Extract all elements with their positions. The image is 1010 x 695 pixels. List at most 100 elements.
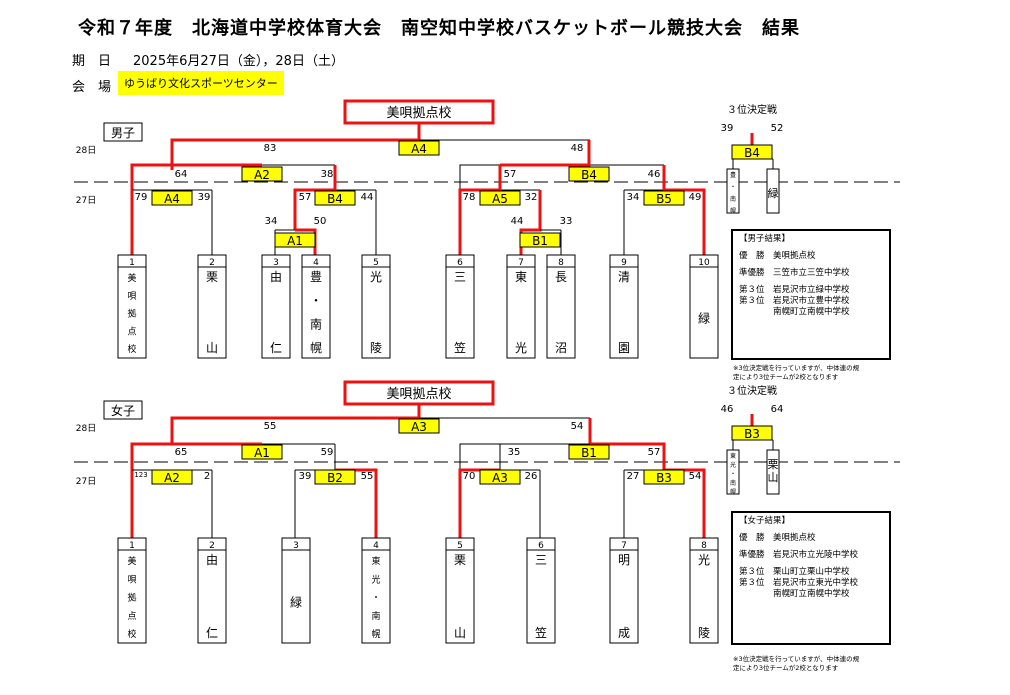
team-box (197, 254, 227, 359)
score: 59 (321, 447, 334, 458)
game-label: A4 (411, 142, 427, 156)
girls-result-title: 【女子結果】 (739, 516, 791, 526)
winner-path (590, 442, 666, 470)
score: 83 (264, 143, 277, 154)
team-name: 陵 (698, 626, 710, 640)
team-name: 点 (127, 326, 136, 337)
score: 55 (264, 421, 277, 432)
team-name: 沼 (555, 341, 567, 355)
score: 35 (508, 447, 521, 458)
third-place-label: ３位決定戦 (727, 384, 777, 397)
game-box (314, 469, 356, 485)
team-box (689, 537, 719, 644)
score: 70 (463, 471, 476, 482)
score: 34 (265, 216, 278, 227)
game-label: A1 (254, 446, 270, 460)
team-number: 1 (129, 541, 135, 551)
game-box (568, 166, 610, 182)
game-box (274, 232, 316, 248)
game-box (479, 190, 521, 206)
team-name: 唄 (127, 291, 136, 302)
venue-label: 会 場 (72, 80, 112, 95)
team-box (689, 254, 719, 359)
score: 64 (771, 404, 784, 415)
girls-result-line: 南幌町立南幌中学校 (739, 589, 850, 599)
score: 78 (463, 192, 476, 203)
team-name: 笠 (454, 340, 466, 355)
boys-note-line: 定により3位チームが2校となります (733, 373, 839, 381)
team-name: ・ (371, 594, 380, 604)
team-name: 三 (535, 553, 547, 567)
team-name: 三 (454, 270, 466, 284)
third-team-name: ・ (730, 471, 736, 478)
girls-note-line: 定により3位チームが2校となります (733, 664, 839, 672)
team-name: 緑 (290, 595, 302, 610)
score: 55 (361, 471, 374, 482)
score: 39 (198, 192, 211, 203)
winner-path (458, 165, 502, 255)
score: 34 (627, 192, 640, 203)
game-box (151, 469, 193, 485)
team-name: 美 (127, 272, 136, 284)
score: 57 (504, 169, 517, 180)
day-label: 27日 (76, 476, 96, 487)
team-box (526, 537, 556, 644)
game-box (398, 140, 440, 156)
team-box (445, 537, 475, 644)
team-name: 清 (618, 270, 630, 284)
team-box (609, 537, 639, 644)
score: 123 (134, 471, 147, 479)
winner-path (170, 416, 419, 444)
game-box (314, 190, 356, 206)
team-number: 4 (373, 541, 379, 551)
team-name: 南 (371, 610, 380, 622)
score: 39 (721, 123, 734, 134)
team-name: 美 (127, 555, 136, 567)
third-team-box (726, 449, 740, 495)
third-team-box (766, 168, 780, 214)
game-label: B2 (327, 471, 343, 485)
team-name: 陵 (370, 341, 382, 355)
team-number: 6 (457, 258, 463, 268)
girls-result-line: 優 勝 美唄拠点校 (739, 533, 816, 543)
champion-name: 美唄拠点校 (386, 105, 451, 121)
team-name: 由 (206, 553, 218, 567)
game-box (241, 444, 283, 460)
team-name: 成 (618, 626, 630, 640)
third-team-name: 豊 (730, 171, 736, 179)
section-label: 女子 (111, 403, 135, 418)
boys-result-title: 【男子結果】 (739, 234, 791, 244)
team-box (445, 254, 475, 359)
score: 46 (721, 404, 734, 415)
team-name: 山 (206, 341, 218, 355)
boys-result-line: 優 勝 美唄拠点校 (739, 251, 816, 261)
third-team-box (726, 168, 740, 214)
girls-note: ※3位決定戦を行っていますが、中体連の規 定により3位チームが2校となります (733, 655, 859, 673)
score: 38 (321, 169, 334, 180)
boys-result-line: 南幌町立南幌中学校 (739, 307, 850, 317)
team-number: 3 (293, 541, 299, 551)
team-number: 7 (621, 541, 627, 551)
game-box (241, 166, 283, 182)
team-box (361, 537, 391, 644)
score: 32 (525, 192, 538, 203)
team-name: 東 (371, 555, 380, 567)
team-name: 明 (618, 553, 630, 567)
game-box (568, 444, 610, 460)
section-label-box (103, 122, 143, 142)
team-name: 幌 (371, 628, 380, 640)
score: 46 (648, 169, 661, 180)
score: 57 (299, 192, 312, 203)
team-name: 緑 (698, 311, 710, 326)
score: 50 (314, 216, 327, 227)
team-name: 仁 (206, 626, 218, 640)
score: 27 (627, 471, 640, 482)
day-label: 28日 (76, 145, 96, 156)
venue-value: ゆうばり文化スポーツセンター (118, 71, 284, 95)
game-label: B4 (581, 168, 597, 182)
team-number: 9 (621, 258, 627, 268)
winner-path (293, 165, 337, 230)
game-label: A2 (164, 471, 180, 485)
team-number: 5 (373, 258, 379, 268)
game-label: B3 (656, 471, 672, 485)
